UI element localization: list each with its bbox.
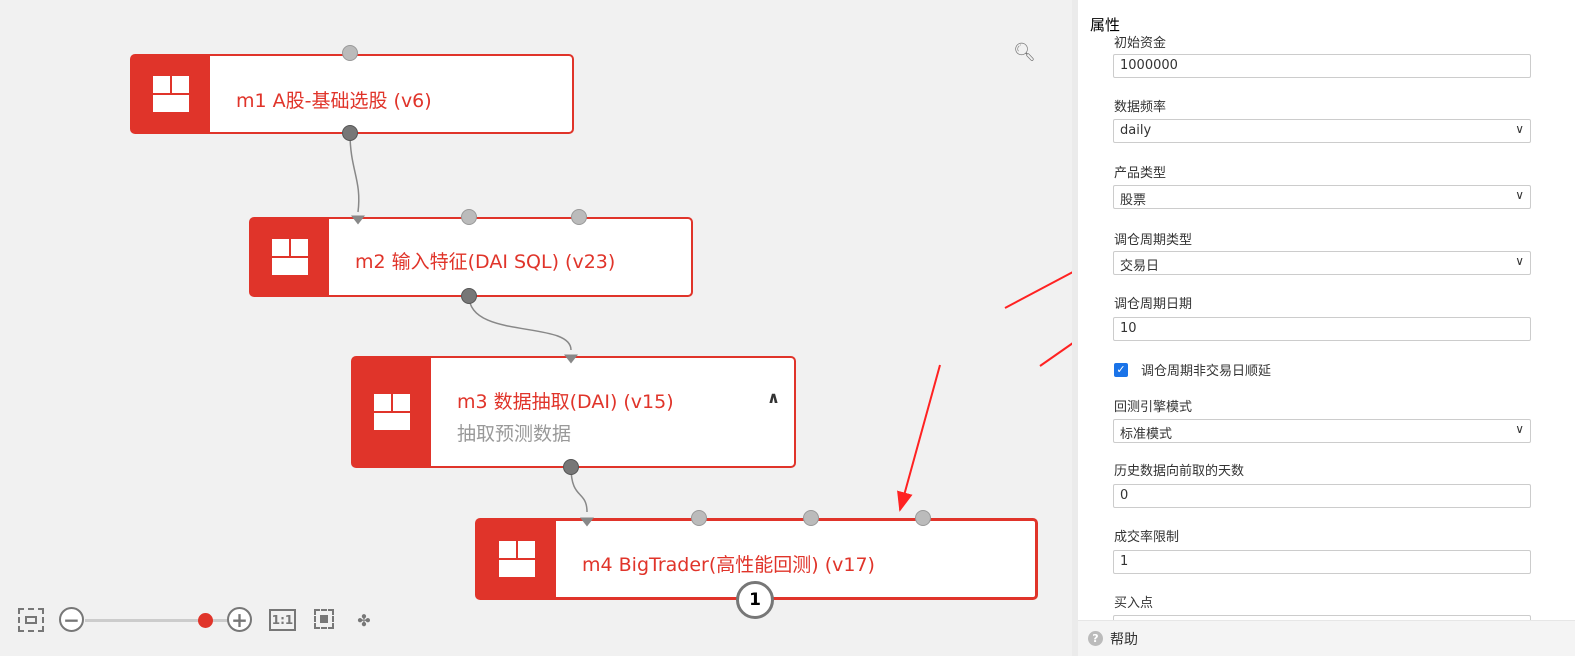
- field-label: 调仓周期日期: [1114, 297, 1193, 312]
- node-m1[interactable]: m1 A股-基础选股 (v6): [130, 54, 574, 134]
- chevron-down-icon: ∨: [1515, 188, 1524, 202]
- help-section[interactable]: ? 帮助: [1078, 620, 1575, 656]
- module-icon: [251, 219, 329, 295]
- chevron-down-icon: ∨: [1515, 254, 1524, 268]
- select-value: 标准模式: [1120, 427, 1173, 442]
- fit-view-icon[interactable]: [18, 608, 44, 632]
- output-port[interactable]: [342, 125, 358, 141]
- module-icon: [478, 521, 556, 597]
- input-port[interactable]: [571, 209, 587, 225]
- properties-panel: 属性 初始资金 1000000 数据频率 daily ∨ 产品类型 股票 ∨ 调仓周…: [1072, 0, 1575, 656]
- input-port[interactable]: [915, 510, 931, 526]
- rebalance-period-type-select[interactable]: 交易日 ∨: [1113, 251, 1531, 275]
- node-m3[interactable]: m3 数据抽取(DAI) (v15) 抽取预测数据 ∧: [351, 356, 796, 468]
- move-icon[interactable]: ✤: [357, 610, 371, 630]
- field-label: 产品类型: [1114, 166, 1167, 181]
- panel-title: 属性: [1090, 16, 1121, 34]
- output-port[interactable]: [461, 288, 477, 304]
- canvas-toolbar: − + 1:1 ✤: [18, 606, 398, 634]
- select-value: daily: [1120, 123, 1152, 138]
- fill-rate-limit-input[interactable]: 1: [1113, 550, 1531, 574]
- backtest-engine-mode-select[interactable]: 标准模式 ∨: [1113, 419, 1531, 443]
- module-icon: [353, 358, 431, 466]
- node-title: m2 输入特征(DAI SQL) (v23): [355, 251, 616, 273]
- data-frequency-select[interactable]: daily ∨: [1113, 119, 1531, 143]
- collapse-chevron-up-icon[interactable]: ∧: [767, 388, 780, 407]
- actual-size-button[interactable]: 1:1: [269, 609, 296, 631]
- field-label: 回测引擎模式: [1114, 400, 1193, 415]
- rebalance-postpone-checkbox[interactable]: ✓ 调仓周期非交易日顺延: [1114, 360, 1271, 379]
- zoom-out-button[interactable]: −: [59, 607, 84, 632]
- input-port[interactable]: [803, 510, 819, 526]
- input-arrow: [580, 517, 594, 527]
- select-value: 股票: [1120, 193, 1147, 208]
- output-port[interactable]: [563, 459, 579, 475]
- chevron-down-icon: ∨: [1515, 422, 1524, 436]
- zoom-slider-handle[interactable]: [198, 613, 213, 628]
- search-icon[interactable]: 🔍︎: [1013, 42, 1036, 63]
- node-title: m3 数据抽取(DAI) (v15): [457, 391, 674, 413]
- product-type-select[interactable]: 股票 ∨: [1113, 185, 1531, 209]
- node-title: m1 A股-基础选股 (v6): [236, 90, 432, 112]
- field-label: 调仓周期类型: [1114, 233, 1193, 248]
- help-icon: ?: [1088, 631, 1103, 646]
- node-m4[interactable]: m4 BigTrader(高性能回测) (v17): [475, 518, 1038, 600]
- help-label: 帮助: [1110, 631, 1138, 648]
- checkbox-label: 调仓周期非交易日顺延: [1141, 364, 1272, 379]
- field-label: 历史数据向前取的天数: [1114, 464, 1245, 479]
- field-label: 初始资金: [1114, 36, 1167, 51]
- field-label: 买入点: [1114, 596, 1154, 611]
- chevron-down-icon: ∨: [1515, 122, 1524, 136]
- zoom-in-button[interactable]: +: [227, 607, 252, 632]
- output-count-badge[interactable]: 1: [736, 581, 774, 619]
- field-label: 数据频率: [1114, 100, 1167, 115]
- input-port[interactable]: [342, 45, 358, 61]
- input-arrow: [564, 354, 578, 364]
- field-label: 成交率限制: [1114, 530, 1180, 545]
- node-subtitle: 抽取预测数据: [457, 423, 572, 445]
- input-port[interactable]: [691, 510, 707, 526]
- module-icon: [132, 56, 210, 132]
- history-days-input[interactable]: 0: [1113, 484, 1531, 508]
- workflow-canvas[interactable]: 🔍︎ m1 A股-基础选股 (v6) m2 输入特征(DAI SQL) (v23…: [0, 0, 1107, 656]
- input-arrow: [351, 215, 365, 225]
- zoom-slider[interactable]: [85, 619, 245, 622]
- node-m2[interactable]: m2 输入特征(DAI SQL) (v23): [249, 217, 693, 297]
- node-title: m4 BigTrader(高性能回测) (v17): [582, 554, 875, 576]
- input-port[interactable]: [461, 209, 477, 225]
- checkbox-checked-icon[interactable]: ✓: [1114, 362, 1128, 377]
- initial-capital-input[interactable]: 1000000: [1113, 54, 1531, 78]
- rebalance-period-days-input[interactable]: 10: [1113, 317, 1531, 341]
- fit-screen-icon[interactable]: [314, 609, 334, 629]
- select-value: 交易日: [1120, 259, 1160, 274]
